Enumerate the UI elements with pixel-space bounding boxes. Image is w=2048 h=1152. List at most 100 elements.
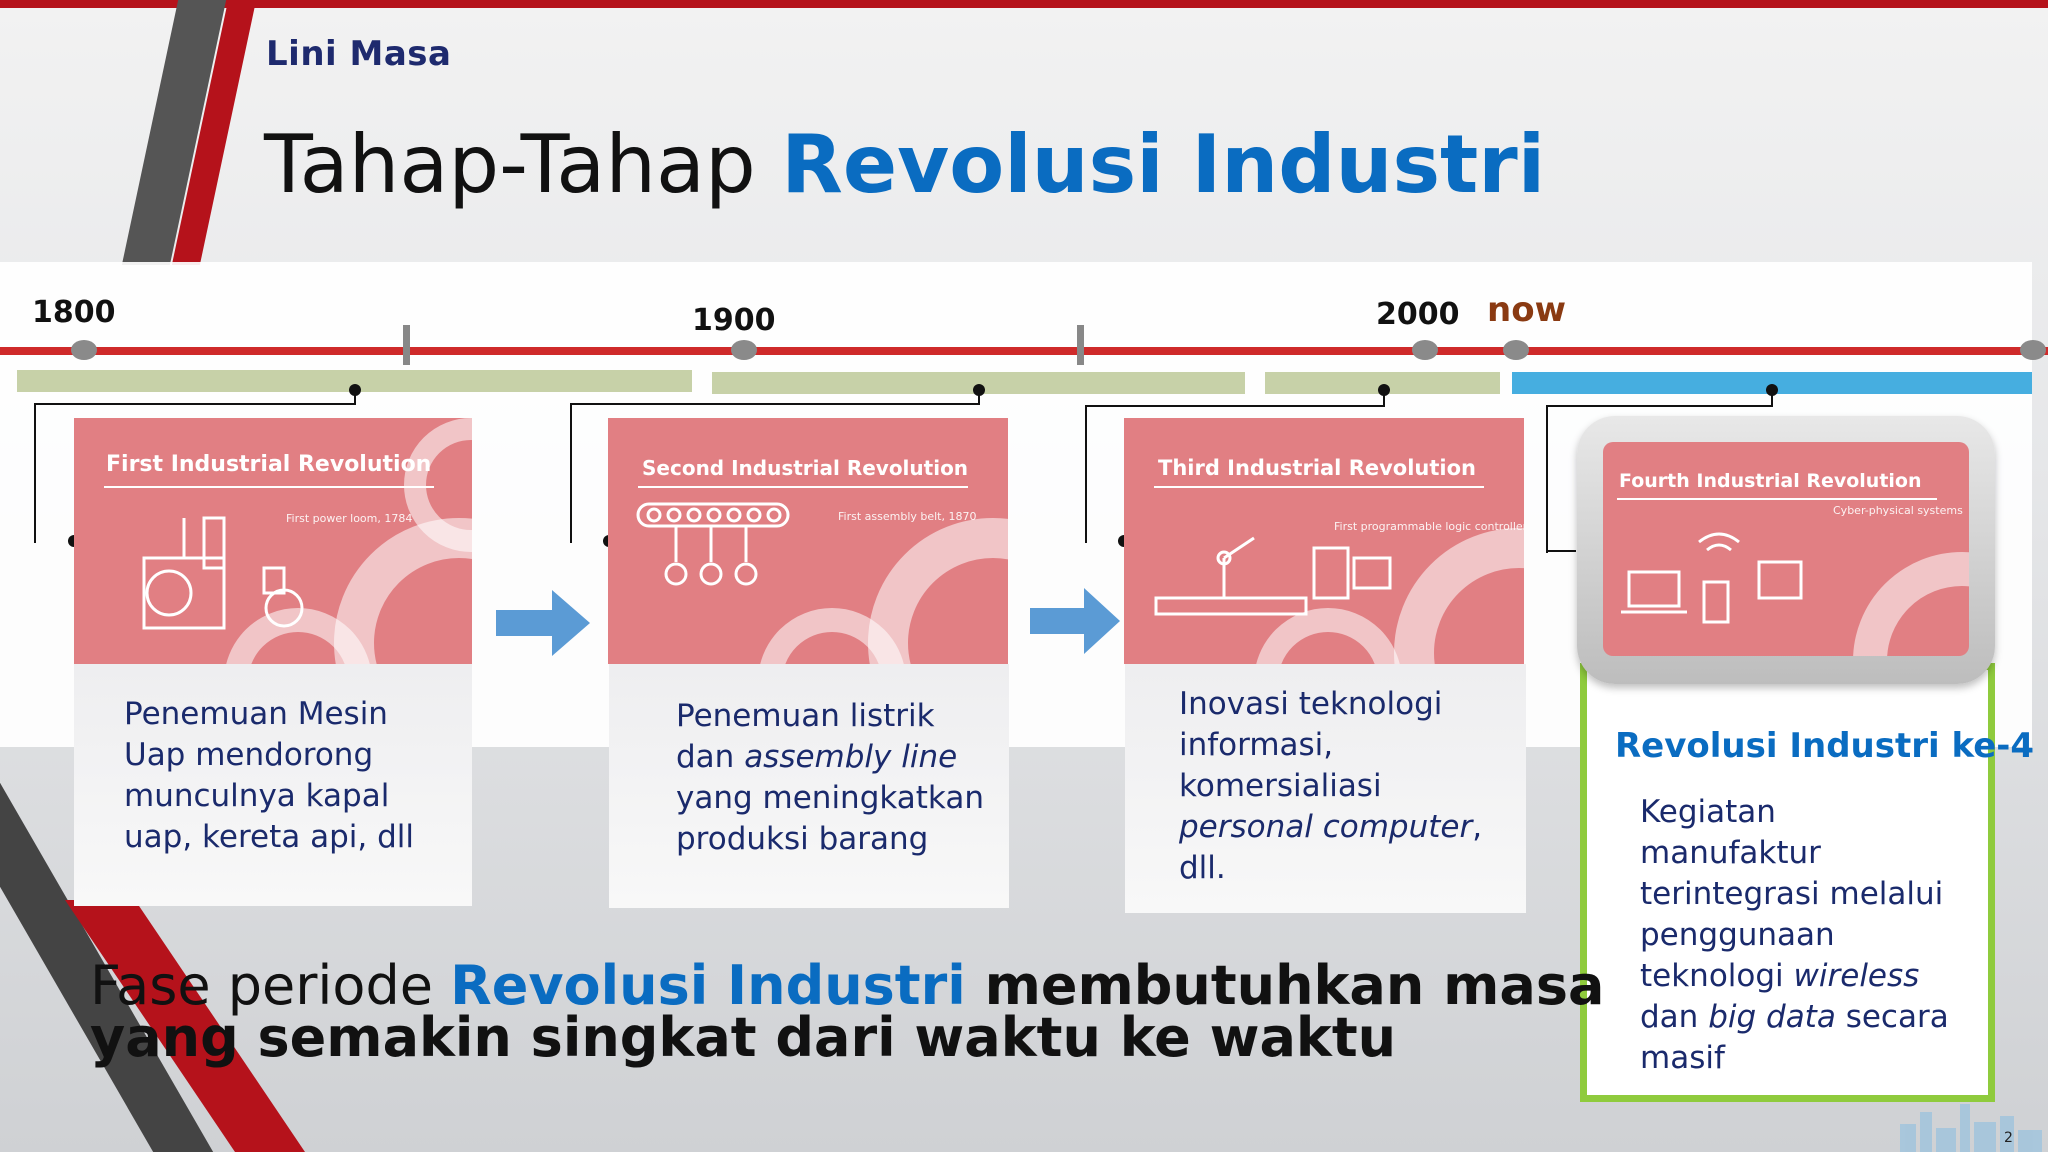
card-title: Third Industrial Revolution bbox=[1158, 456, 1476, 480]
description-third: Inovasi teknologi informasi, komersialia… bbox=[1179, 684, 1482, 889]
card-fourth-bezel: Fourth Industrial Revolution Cyber-physi… bbox=[1577, 416, 1995, 684]
desc-text: dan bbox=[1640, 999, 1709, 1035]
description-box-first: Penemuan Mesin Uap mendorong munculnya k… bbox=[74, 664, 472, 906]
desc-line: dan big data secara bbox=[1640, 997, 1949, 1038]
summary-line-1: Fase periode Revolusi Industri membutuhk… bbox=[90, 959, 1604, 1013]
card-title-underline bbox=[1617, 498, 1937, 500]
summary-text: membutuhkan masa bbox=[965, 954, 1605, 1017]
card-title: First Industrial Revolution bbox=[106, 452, 432, 477]
timeline-line bbox=[0, 347, 2048, 355]
year-label-2000: 2000 bbox=[1376, 297, 1460, 332]
arrow-right-icon bbox=[1030, 588, 1120, 654]
card-caption: First assembly belt, 1870 bbox=[838, 510, 977, 523]
desc-italic: assembly line bbox=[744, 739, 958, 775]
connector-third-vert bbox=[1383, 390, 1385, 407]
desc-text: , bbox=[1472, 809, 1483, 845]
summary-statement: Fase periode Revolusi Industri membutuhk… bbox=[90, 959, 1604, 1069]
connector-second bbox=[570, 403, 980, 543]
desc-line: masif bbox=[1640, 1040, 1725, 1076]
desc-line: yang meningkatkan bbox=[676, 780, 984, 816]
card-title: Second Industrial Revolution bbox=[642, 456, 969, 480]
timeline-tick-1850 bbox=[403, 325, 410, 365]
steam-engine-icon bbox=[142, 516, 304, 630]
timeline-tick-1950 bbox=[1077, 325, 1084, 365]
desc-line: penggunaan bbox=[1640, 917, 1835, 953]
page-number: 2 bbox=[2004, 1130, 2013, 1146]
connector-first-vert bbox=[354, 390, 356, 405]
connector-fourth-vert bbox=[1771, 390, 1773, 407]
desc-italic: big data bbox=[1708, 999, 1836, 1035]
now-label: now bbox=[1487, 290, 1566, 330]
desc-line: dll. bbox=[1179, 850, 1226, 886]
description-box-second: Penemuan listrik dan assembly line yang … bbox=[609, 664, 1009, 908]
period-bar-second bbox=[712, 372, 1245, 394]
timeline-dot-2000 bbox=[1412, 340, 1438, 360]
connector-fourth-foot bbox=[1546, 550, 1576, 552]
period-bar-first bbox=[17, 370, 692, 392]
desc-line: Kegiatan bbox=[1640, 794, 1776, 830]
card-caption: First programmable logic controller, 196… bbox=[1334, 520, 1524, 533]
robot-arm-icon bbox=[1154, 536, 1392, 616]
desc-line: Uap mendorong bbox=[124, 737, 374, 773]
summary-highlight: Revolusi Industri bbox=[450, 954, 966, 1017]
desc-line: personal computer, bbox=[1179, 807, 1482, 848]
desc-line: informasi, bbox=[1179, 727, 1334, 763]
section-kicker: Lini Masa bbox=[266, 34, 452, 74]
timeline-dot-1900 bbox=[731, 340, 757, 360]
description-box-third: Inovasi teknologi informasi, komersialia… bbox=[1125, 664, 1526, 913]
connector-dot-first-top bbox=[349, 384, 361, 396]
gear-icon bbox=[1853, 552, 1969, 656]
desc-line: produksi barang bbox=[676, 821, 929, 857]
desc-line: Penemuan Mesin bbox=[124, 696, 388, 732]
desc-line: Inovasi teknologi bbox=[1179, 686, 1443, 722]
fourth-revolution-frame: Revolusi Industri ke-4 Kegiatan manufakt… bbox=[1580, 663, 2034, 1102]
period-bar-third bbox=[1265, 372, 1500, 394]
connected-devices-icon bbox=[1621, 532, 1803, 624]
desc-line: terintegrasi melalui bbox=[1640, 876, 1944, 912]
desc-text: dan bbox=[676, 739, 745, 775]
card-title-underline bbox=[104, 486, 434, 488]
desc-italic: wireless bbox=[1793, 958, 1920, 994]
title-highlight: Revolusi Industri bbox=[781, 118, 1546, 211]
connector-dot-fourth-top bbox=[1766, 384, 1778, 396]
desc-line: munculnya kapal bbox=[124, 778, 390, 814]
period-bar-fourth bbox=[1512, 372, 2032, 394]
connector-dot-second-top bbox=[973, 384, 985, 396]
desc-line: uap, kereta api, dll bbox=[124, 819, 414, 855]
connector-third bbox=[1085, 405, 1385, 543]
summary-line-2: yang semakin singkat dari waktu ke waktu bbox=[90, 1006, 1397, 1069]
timeline-dot-1800 bbox=[71, 340, 97, 360]
connector-second-vert bbox=[978, 390, 980, 405]
card-title: Fourth Industrial Revolution bbox=[1619, 470, 1922, 492]
connector-first bbox=[34, 403, 356, 543]
card-third-industrial-revolution: Third Industrial Revolution First progra… bbox=[1124, 418, 1524, 664]
desc-line: Penemuan listrik bbox=[676, 698, 935, 734]
card-title-underline bbox=[638, 486, 968, 488]
year-label-1900: 1900 bbox=[692, 303, 776, 338]
gear-icon bbox=[1394, 528, 1524, 664]
desc-line: komersialiasi bbox=[1179, 768, 1382, 804]
year-label-1800: 1800 bbox=[32, 295, 116, 330]
desc-line: teknologi wireless bbox=[1640, 956, 1949, 997]
connector-dot-third-top bbox=[1378, 384, 1390, 396]
card-caption: First power loom, 1784 bbox=[286, 512, 413, 525]
title-plain: Tahap-Tahap bbox=[264, 118, 782, 211]
description-second: Penemuan listrik dan assembly line yang … bbox=[676, 696, 984, 860]
desc-text: teknologi bbox=[1640, 958, 1794, 994]
card-title-underline bbox=[1154, 486, 1484, 488]
desc-line: dan assembly line bbox=[676, 737, 984, 778]
timeline-dot-end bbox=[2020, 340, 2046, 360]
description-first: Penemuan Mesin Uap mendorong munculnya k… bbox=[124, 694, 414, 858]
summary-text: Fase periode bbox=[90, 954, 451, 1017]
card-fourth-industrial-revolution: Fourth Industrial Revolution Cyber-physi… bbox=[1603, 442, 1969, 656]
card-first-industrial-revolution: First Industrial Revolution First power … bbox=[74, 418, 472, 664]
connector-fourth bbox=[1546, 405, 1773, 553]
assembly-belt-icon bbox=[636, 502, 790, 586]
fourth-heading: Revolusi Industri ke-4 bbox=[1615, 726, 2035, 766]
description-fourth: Kegiatan manufaktur terintegrasi melalui… bbox=[1640, 792, 1949, 1079]
top-red-bar bbox=[0, 0, 2048, 8]
desc-text: secara bbox=[1835, 999, 1949, 1035]
arrow-right-icon bbox=[496, 590, 590, 656]
desc-line: manufaktur bbox=[1640, 835, 1821, 871]
page-title: Tahap-Tahap Revolusi Industri bbox=[264, 118, 1545, 211]
